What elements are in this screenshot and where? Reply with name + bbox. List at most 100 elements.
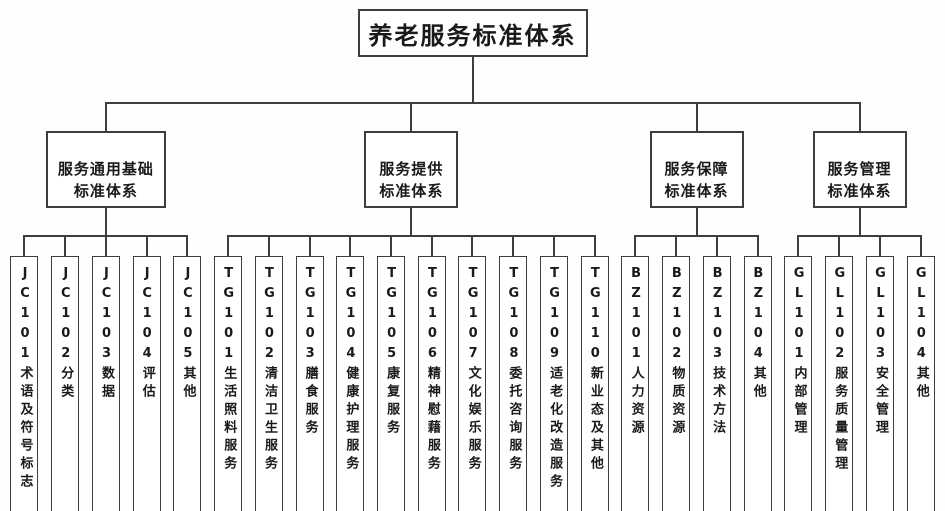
- leaf-box: JC101术语及符号标志: [10, 256, 39, 511]
- branch-label: 服务管理 标准体系: [827, 159, 892, 200]
- connector-branch-stub: [410, 208, 413, 236]
- connector-branch-drop: [695, 102, 698, 131]
- leaf-tg104: TG104健康护理服务: [329, 235, 371, 511]
- connector-branch-stub: [858, 208, 861, 236]
- leaf-jc101: JC101术语及符号标志: [4, 235, 45, 511]
- leaf-box: GL104其他: [906, 256, 935, 511]
- connector-leaf-drop: [308, 235, 311, 257]
- leaf-gl102: GL102服务质量管理: [818, 235, 860, 511]
- connector-leaf-drop: [838, 235, 841, 257]
- connector-leaf-drop: [186, 235, 189, 257]
- leaf-box: TG103膳食服务: [295, 256, 324, 511]
- root-row: 养老服务标准体系: [0, 0, 945, 57]
- connector-leaf-drop: [512, 235, 515, 257]
- connector-leaf-drop: [878, 235, 881, 257]
- leaf-row-management: GL101内部管理 GL102服务质量管理 GL103安全管理 GL104其他: [778, 235, 941, 511]
- leaf-label: BZ102物质资源: [669, 266, 685, 439]
- branch-label: 服务提供 标准体系: [379, 159, 444, 200]
- leaf-jc104: JC104评估: [126, 235, 167, 511]
- branch-group-support: 服务保障 标准体系 BZ101人力资源 BZ102物质资源 BZ103技术方法: [615, 102, 778, 511]
- leaf-label: JC103数据: [98, 266, 114, 403]
- connector-leaf-drop: [715, 235, 718, 257]
- leaf-box: JC102分类: [51, 256, 80, 511]
- leaf-box: GL102服务质量管理: [825, 256, 854, 511]
- tree-level-2: 服务通用基础 标准体系 JC101术语及符号标志 JC102分类 JC103数据: [0, 102, 945, 511]
- connector-leaf-drop: [227, 235, 230, 257]
- leaf-label: GL103安全管理: [873, 266, 889, 439]
- leaf-tg103: TG103膳食服务: [289, 235, 330, 511]
- leaf-box: JC104评估: [132, 256, 161, 511]
- leaf-box: TG109适老化改造服务: [539, 256, 568, 511]
- branch-group-provision: 服务提供 标准体系 TG101生活照料服务 TG102清洁卫生服务 TG103膳…: [207, 102, 616, 511]
- connector-branch-stub: [104, 208, 107, 236]
- connector-branch-drop: [410, 102, 413, 131]
- leaf-box: TG105康复服务: [377, 256, 405, 511]
- leaf-row-provision: TG101生活照料服务 TG102清洁卫生服务 TG103膳食服务 TG104健…: [208, 235, 615, 511]
- leaf-row-basic: JC101术语及符号标志 JC102分类 JC103数据 JC104评估 JC1…: [4, 235, 208, 511]
- leaf-tg109: TG109适老化改造服务: [533, 235, 575, 511]
- connector-leaf-drop: [430, 235, 433, 257]
- leaf-box: TG106精神慰藉服务: [417, 256, 446, 511]
- leaf-tg107: TG107文化娱乐服务: [452, 235, 493, 511]
- leaf-jc105: JC105其他: [166, 235, 208, 511]
- leaf-tg106: TG106精神慰藉服务: [411, 235, 452, 511]
- connector-leaf-drop: [919, 235, 922, 257]
- leaf-label: JC102分类: [58, 266, 74, 403]
- connector-leaf-drop: [675, 235, 678, 257]
- leaf-box: JC103数据: [91, 256, 120, 511]
- leaf-label: JC104评估: [139, 266, 155, 403]
- leaf-bz103: BZ103技术方法: [696, 235, 738, 511]
- connector-branch-stub: [695, 208, 698, 236]
- leaf-box: GL101内部管理: [784, 256, 813, 511]
- leaf-tg101: TG101生活照料服务: [208, 235, 249, 511]
- leaf-box: JC105其他: [173, 256, 202, 511]
- leaf-label: BZ101人力资源: [628, 266, 644, 439]
- branch-label: 服务通用基础 标准体系: [57, 159, 154, 200]
- leaf-label: BZ104其他: [750, 266, 766, 403]
- leaf-label: TG110新业态及其他: [587, 266, 603, 475]
- branch-node-basic: 服务通用基础 标准体系: [45, 131, 166, 209]
- leaf-box: TG107文化娱乐服务: [458, 256, 487, 511]
- connector-leaf-drop: [593, 235, 596, 257]
- connector-leaf-drop: [64, 235, 67, 257]
- connector-leaf-drop: [267, 235, 270, 257]
- leaf-box: TG110新业态及其他: [580, 256, 609, 511]
- connector-leaf-drop: [634, 235, 637, 257]
- leaf-tg110: TG110新业态及其他: [574, 235, 615, 511]
- connector-leaf-drop: [104, 235, 107, 257]
- leaf-label: JC101术语及符号标志: [17, 266, 33, 493]
- leaf-box: BZ101人力资源: [621, 256, 650, 511]
- connector-leaf-drop: [797, 235, 800, 257]
- leaf-label: TG105康复服务: [384, 266, 400, 439]
- connector-leaf-drop: [23, 235, 26, 257]
- leaf-label: TG109适老化改造服务: [547, 266, 563, 493]
- leaf-label: TG102清洁卫生服务: [261, 266, 277, 475]
- leaf-row-support: BZ101人力资源 BZ102物质资源 BZ103技术方法 BZ104其他: [615, 235, 778, 511]
- leaf-box: TG104健康护理服务: [336, 256, 365, 511]
- leaf-gl103: GL103安全管理: [859, 235, 901, 511]
- root-node: 养老服务标准体系: [357, 9, 588, 57]
- connector-branch-drop: [104, 102, 107, 131]
- leaf-label: TG107文化娱乐服务: [465, 266, 481, 475]
- leaf-tg105: TG105康复服务: [370, 235, 412, 511]
- leaf-box: BZ102物质资源: [662, 256, 691, 511]
- connector-leaf-drop: [145, 235, 148, 257]
- leaf-tg108: TG108委托咨询服务: [492, 235, 534, 511]
- leaf-bz101: BZ101人力资源: [615, 235, 656, 511]
- connector-leaf-drop: [390, 235, 392, 257]
- connector-leaf-drop: [471, 235, 474, 257]
- leaf-jc103: JC103数据: [85, 235, 126, 511]
- branch-node-management: 服务管理 标准体系: [812, 131, 907, 209]
- leaf-box: TG101生活照料服务: [214, 256, 243, 511]
- connector-leaf-drop: [756, 235, 759, 257]
- leaf-bz102: BZ102物质资源: [655, 235, 697, 511]
- leaf-label: TG101生活照料服务: [221, 266, 237, 475]
- leaf-box: BZ103技术方法: [702, 256, 731, 511]
- leaf-tg102: TG102清洁卫生服务: [248, 235, 289, 511]
- leaf-label: TG108委托咨询服务: [506, 266, 522, 475]
- leaf-gl104: GL104其他: [900, 235, 941, 511]
- leaf-label: TG104健康护理服务: [343, 266, 359, 475]
- leaf-label: TG106精神慰藉服务: [424, 266, 440, 475]
- leaf-label: BZ103技术方法: [710, 266, 726, 439]
